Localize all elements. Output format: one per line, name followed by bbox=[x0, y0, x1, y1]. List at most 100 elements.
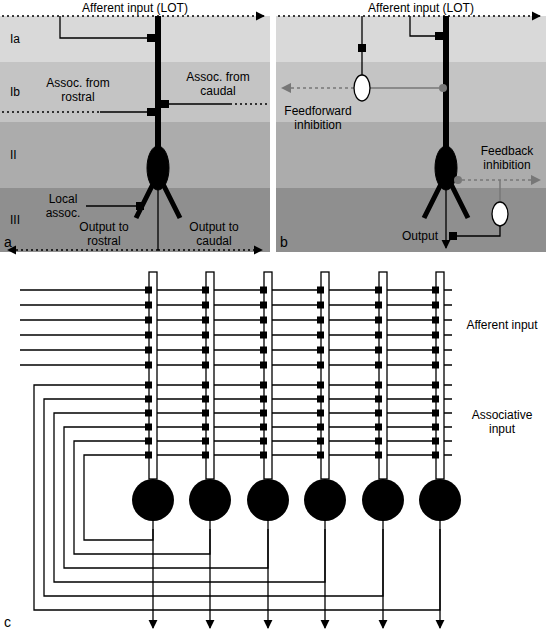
recurrent-collateral bbox=[54, 413, 452, 582]
synapse bbox=[432, 302, 439, 309]
synapse bbox=[375, 424, 382, 431]
synapse bbox=[145, 302, 152, 309]
synapse bbox=[145, 347, 152, 354]
synapses-b-part bbox=[454, 176, 462, 184]
neuron-b-part bbox=[435, 146, 457, 190]
panel-letter: b bbox=[280, 234, 294, 250]
annotation-label: Output to rostral bbox=[62, 220, 146, 248]
synapse bbox=[375, 382, 382, 389]
neuron-body bbox=[304, 479, 346, 521]
layer-name: II bbox=[10, 148, 17, 162]
synapse bbox=[317, 410, 324, 417]
wiring-a-part bbox=[2, 111, 100, 112]
synapses-b-part bbox=[449, 232, 457, 240]
synapses-a-part bbox=[161, 100, 169, 108]
synapse bbox=[260, 396, 267, 403]
synapse bbox=[202, 287, 209, 294]
synapse bbox=[432, 438, 439, 445]
synapse bbox=[432, 424, 439, 431]
layer-name: Ia bbox=[10, 32, 20, 46]
neuron-a bbox=[136, 16, 180, 218]
annotation-label: Associative input bbox=[462, 408, 542, 436]
synapse bbox=[260, 382, 267, 389]
wiring-b-part bbox=[410, 16, 435, 36]
synapse bbox=[375, 287, 382, 294]
recurrent-collateral bbox=[74, 441, 452, 554]
layer-bands-a-part bbox=[0, 62, 270, 122]
synapse bbox=[260, 362, 267, 369]
annotation-label: Assoc. from caudal bbox=[168, 70, 268, 98]
inhibition-wiring-b-part bbox=[462, 179, 540, 181]
synapse bbox=[145, 382, 152, 389]
synapse bbox=[145, 287, 152, 294]
synapse bbox=[202, 362, 209, 369]
synapse bbox=[317, 452, 324, 459]
synapse bbox=[202, 452, 209, 459]
synapses-a-part bbox=[147, 34, 155, 42]
neuron-body bbox=[189, 479, 231, 521]
annotation-label: Feedforward inhibition bbox=[280, 104, 356, 132]
network-c bbox=[20, 272, 461, 628]
wiring-b-part bbox=[457, 226, 500, 236]
layer-bands-b bbox=[276, 16, 546, 252]
synapse bbox=[317, 382, 324, 389]
synapse bbox=[317, 362, 324, 369]
synapse bbox=[145, 452, 152, 459]
inhibition-wiring-b-part bbox=[499, 180, 501, 202]
layer-name: III bbox=[10, 213, 20, 227]
synapse bbox=[432, 396, 439, 403]
synapse bbox=[260, 347, 267, 354]
synapse bbox=[260, 452, 267, 459]
synapse bbox=[375, 452, 382, 459]
inhibition-wiring-b-part bbox=[282, 87, 354, 89]
wiring-b bbox=[278, 16, 540, 248]
wiring-a-part bbox=[230, 103, 268, 104]
synapse bbox=[145, 317, 152, 324]
wiring-a-part bbox=[158, 249, 262, 250]
neuron-body bbox=[132, 479, 174, 521]
recurrent-collateral bbox=[64, 427, 452, 568]
axon bbox=[152, 521, 153, 628]
synapses-a-part bbox=[147, 108, 155, 116]
synapse bbox=[202, 347, 209, 354]
synapse bbox=[145, 424, 152, 431]
annotation-label: Afferent input (LOT) bbox=[60, 1, 210, 15]
wiring-a-part bbox=[2, 15, 264, 16]
layer-bands-b-part bbox=[276, 188, 546, 252]
synapse bbox=[260, 438, 267, 445]
wiring-a bbox=[2, 16, 268, 250]
layer-band: II bbox=[0, 122, 270, 188]
synapse bbox=[432, 317, 439, 324]
annotation-label: Afferent input (LOT) bbox=[346, 1, 496, 15]
neuron-b-part bbox=[424, 184, 468, 218]
synapse bbox=[432, 382, 439, 389]
synapse bbox=[202, 302, 209, 309]
layer-bands-b-part bbox=[276, 16, 546, 62]
annotation-label: Local assoc. bbox=[40, 192, 86, 220]
interneurons-b-part bbox=[354, 75, 370, 101]
annotation-label: Output bbox=[398, 229, 442, 243]
axon bbox=[439, 521, 440, 628]
annotation-label: Assoc. from rostral bbox=[36, 76, 120, 104]
synapse bbox=[375, 362, 382, 369]
recurrent-collateral bbox=[34, 385, 452, 610]
synapse bbox=[432, 287, 439, 294]
neuron-body bbox=[419, 479, 461, 521]
neuron-body bbox=[247, 479, 289, 521]
wiring-a-part bbox=[8, 249, 158, 250]
synapse bbox=[317, 317, 324, 324]
synapse bbox=[432, 410, 439, 417]
synapse bbox=[375, 317, 382, 324]
synapse bbox=[145, 438, 152, 445]
layer-band: Ia bbox=[0, 16, 270, 62]
axon bbox=[267, 521, 268, 628]
synapse bbox=[317, 287, 324, 294]
synapse bbox=[260, 424, 267, 431]
synapse bbox=[317, 302, 324, 309]
synapse bbox=[317, 347, 324, 354]
synapse bbox=[375, 302, 382, 309]
synapse bbox=[317, 438, 324, 445]
synapse bbox=[202, 410, 209, 417]
wiring-a-part bbox=[86, 205, 136, 206]
